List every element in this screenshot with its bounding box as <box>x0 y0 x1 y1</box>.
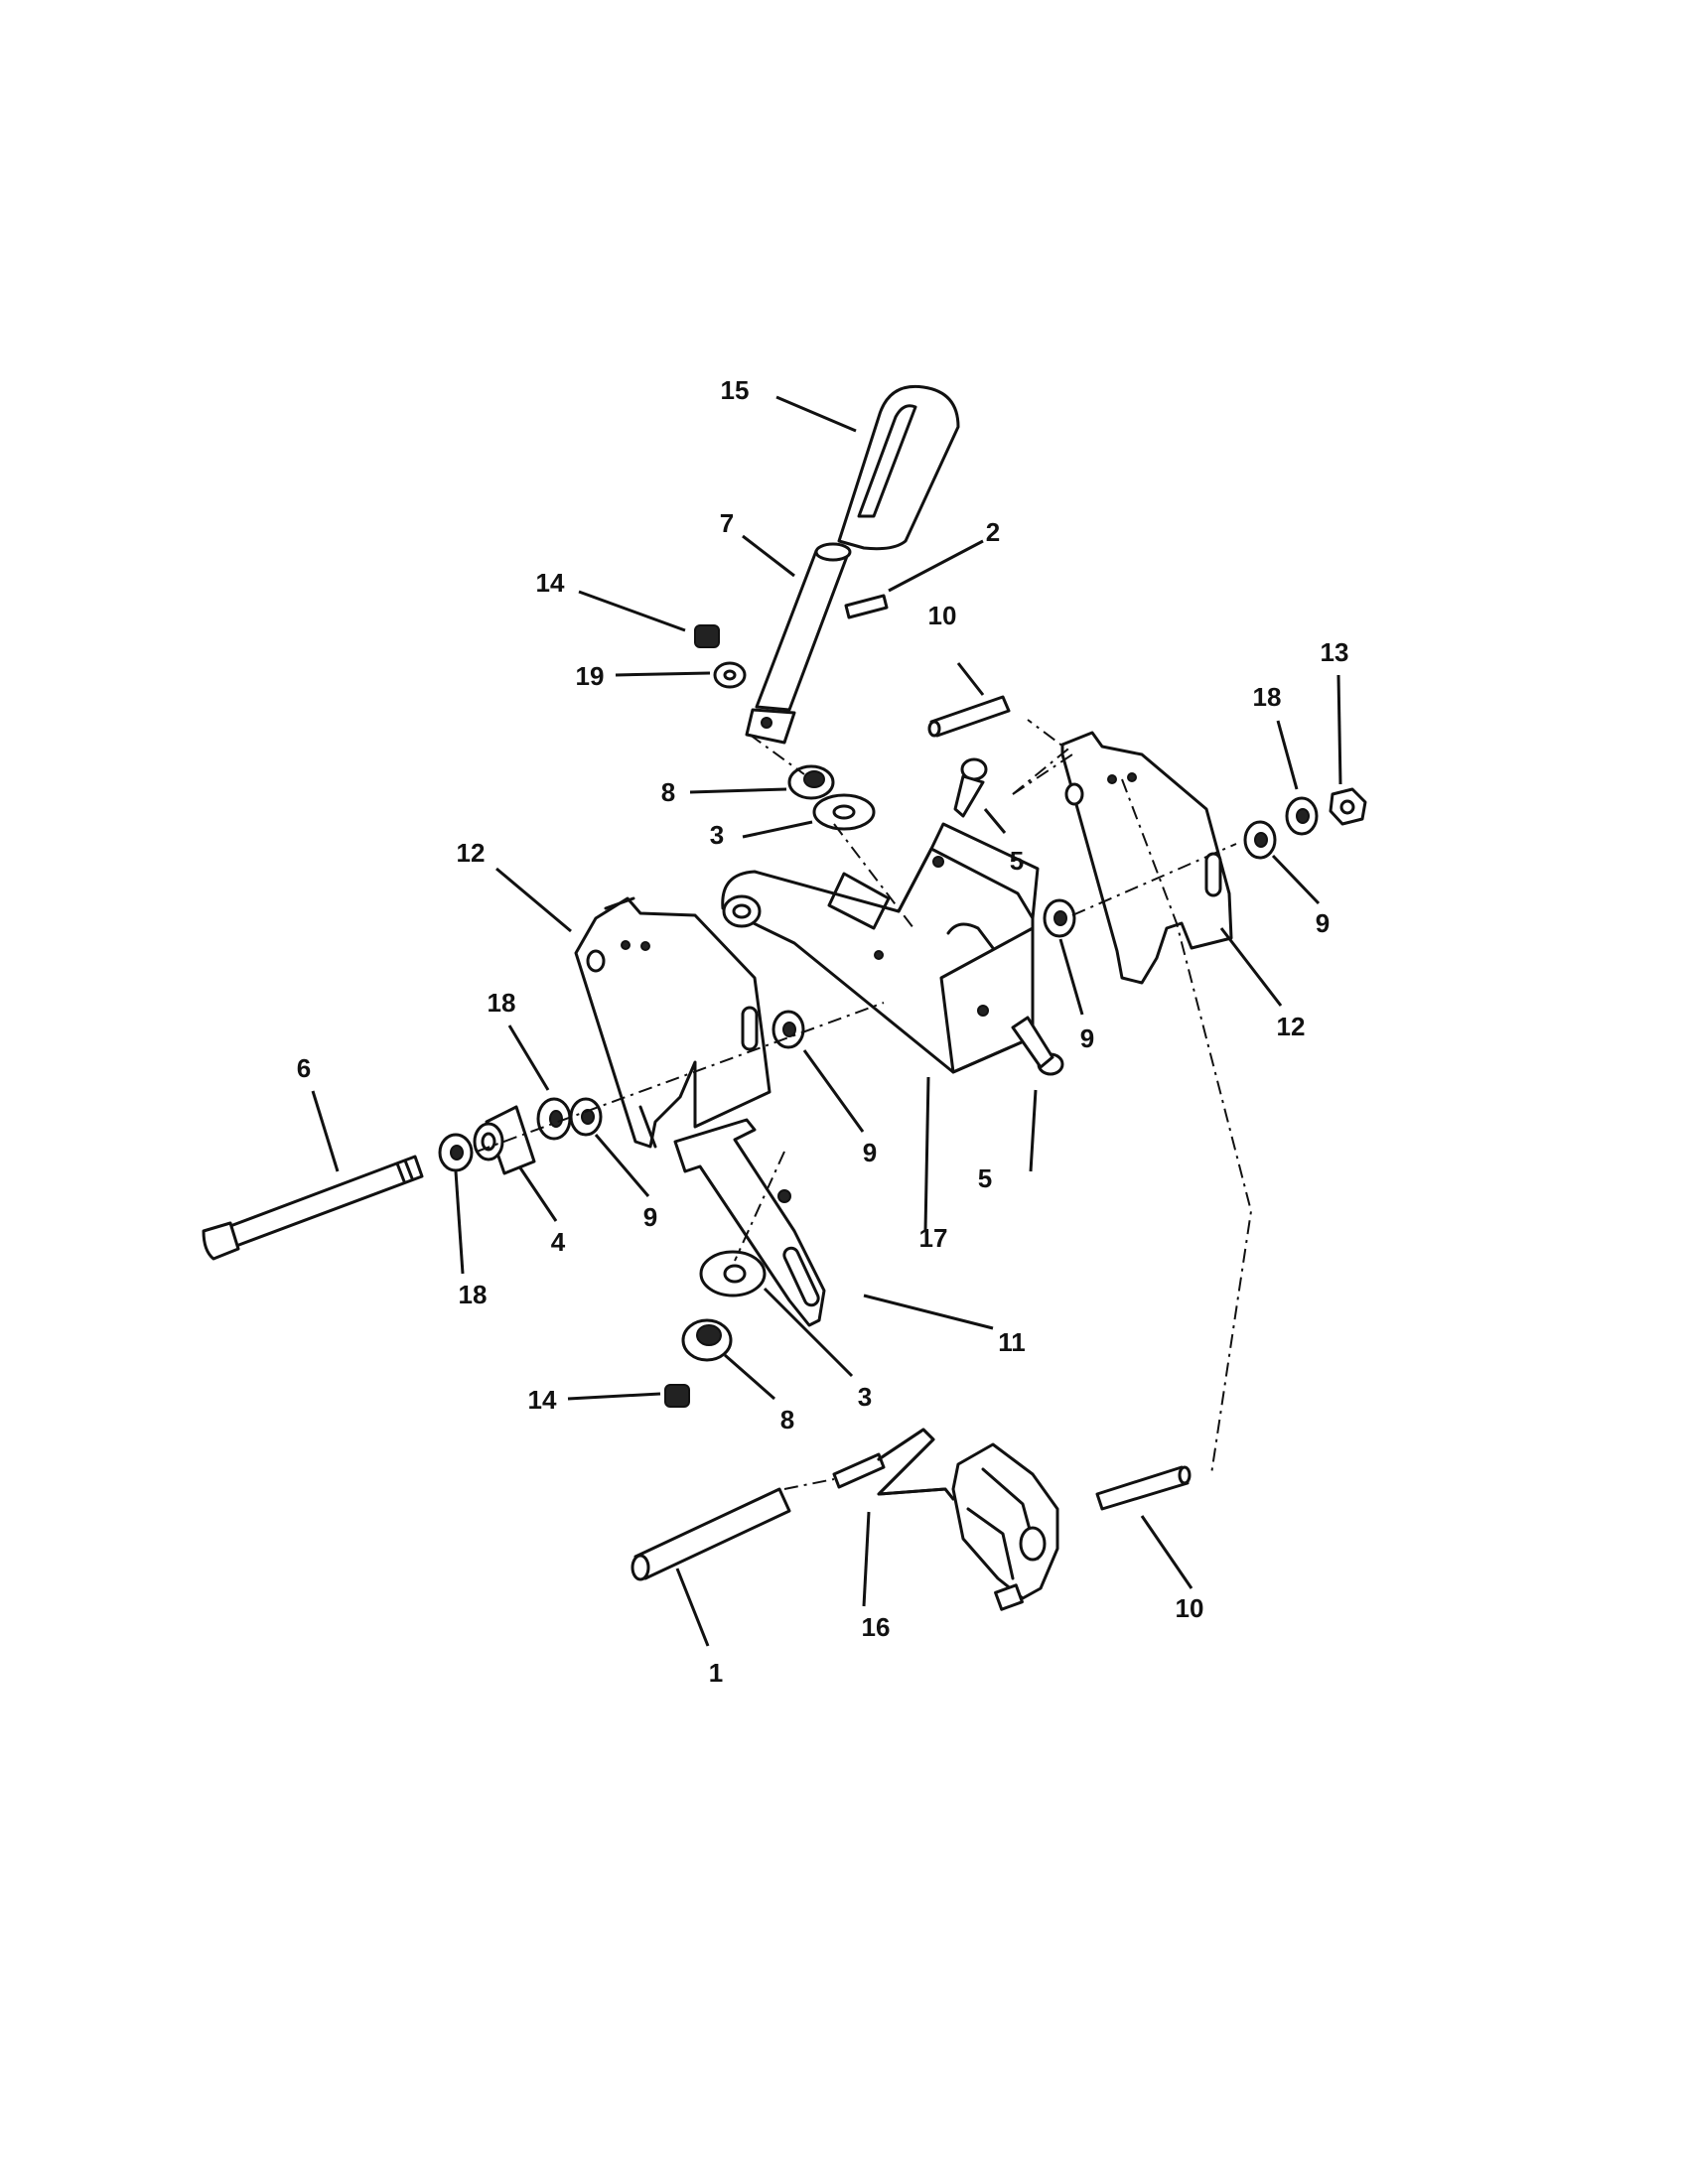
part-8-bushing-lower <box>681 1318 733 1362</box>
part-9-washer-b <box>772 1010 805 1049</box>
part-5-bolt-lower <box>1011 1016 1064 1076</box>
callout-numbers: 15 7 2 10 14 19 13 18 8 3 5 12 9 12 18 9… <box>297 375 1349 1688</box>
callout-1: 1 <box>709 1658 723 1688</box>
part-4-spacer <box>473 1105 536 1175</box>
part-5-bolt-upper <box>953 757 988 818</box>
callout-10-lower: 10 <box>1176 1593 1204 1623</box>
part-10-pin-lower <box>1095 1465 1192 1511</box>
part-19-washer <box>713 661 747 689</box>
exploded-view-centerlines <box>476 719 1253 1490</box>
callout-12-left: 12 <box>457 838 486 868</box>
callout-9-bracket: 9 <box>863 1138 877 1167</box>
part-12-plate-right <box>1060 731 1233 985</box>
callout-14-lower: 14 <box>528 1385 557 1415</box>
part-8-bushing-upper <box>787 764 835 800</box>
callout-8-lower: 8 <box>780 1405 794 1434</box>
callout-9-right: 9 <box>1316 908 1330 938</box>
part-9-washer-c <box>1043 898 1076 938</box>
callout-17: 17 <box>919 1223 948 1253</box>
part-9-washer-d <box>1243 820 1277 860</box>
part-10-pin-upper <box>927 695 1011 738</box>
callout-18-right: 18 <box>1253 682 1282 712</box>
callout-18-middle: 18 <box>488 988 516 1018</box>
callout-18-left: 18 <box>459 1280 488 1309</box>
callout-15: 15 <box>721 375 750 405</box>
callout-5-upper: 5 <box>1010 846 1024 876</box>
callout-11: 11 <box>998 1327 1026 1357</box>
part-1-rod <box>631 1487 791 1581</box>
callout-9-center: 9 <box>1080 1024 1094 1053</box>
callout-12-right: 12 <box>1277 1012 1306 1041</box>
part-17-main-bracket <box>721 822 1040 1074</box>
shift-quadrant-assembly <box>951 1442 1059 1611</box>
callout-13: 13 <box>1321 637 1349 667</box>
part-18-washer-right <box>1285 796 1319 836</box>
callout-9-left: 9 <box>643 1202 657 1232</box>
callout-3-lower: 3 <box>858 1382 872 1412</box>
part-15-handle-knob <box>837 384 960 551</box>
callout-8-upper: 8 <box>661 777 675 807</box>
callout-14-upper: 14 <box>536 568 565 598</box>
callout-7: 7 <box>720 508 734 538</box>
callout-2: 2 <box>986 517 1000 547</box>
callout-leader-lines <box>311 395 1342 1647</box>
callout-6: 6 <box>297 1053 311 1083</box>
callout-4: 4 <box>551 1227 566 1257</box>
part-6-long-bolt <box>202 1155 424 1261</box>
callout-16: 16 <box>862 1612 891 1642</box>
part-14-nut-upper <box>694 624 720 648</box>
callout-19: 19 <box>576 661 605 691</box>
part-7-shift-rod <box>745 542 852 745</box>
part-14-nut-lower <box>664 1384 690 1408</box>
part-18-washer-left <box>438 1133 474 1172</box>
callout-10-upper: 10 <box>928 601 957 630</box>
part-9-washer-a <box>569 1097 603 1137</box>
part-3-washer-upper <box>812 793 876 831</box>
callout-5-lower: 5 <box>978 1163 992 1193</box>
part-11-shift-arm <box>673 1118 826 1327</box>
part-13-hex-nut <box>1329 787 1367 826</box>
part-3-washer-lower <box>699 1250 767 1297</box>
callout-3-upper: 3 <box>710 820 724 850</box>
part-2-roll-pin <box>844 594 889 619</box>
part-12-plate-left <box>574 896 772 1149</box>
part-16-wire-spring <box>832 1428 955 1501</box>
